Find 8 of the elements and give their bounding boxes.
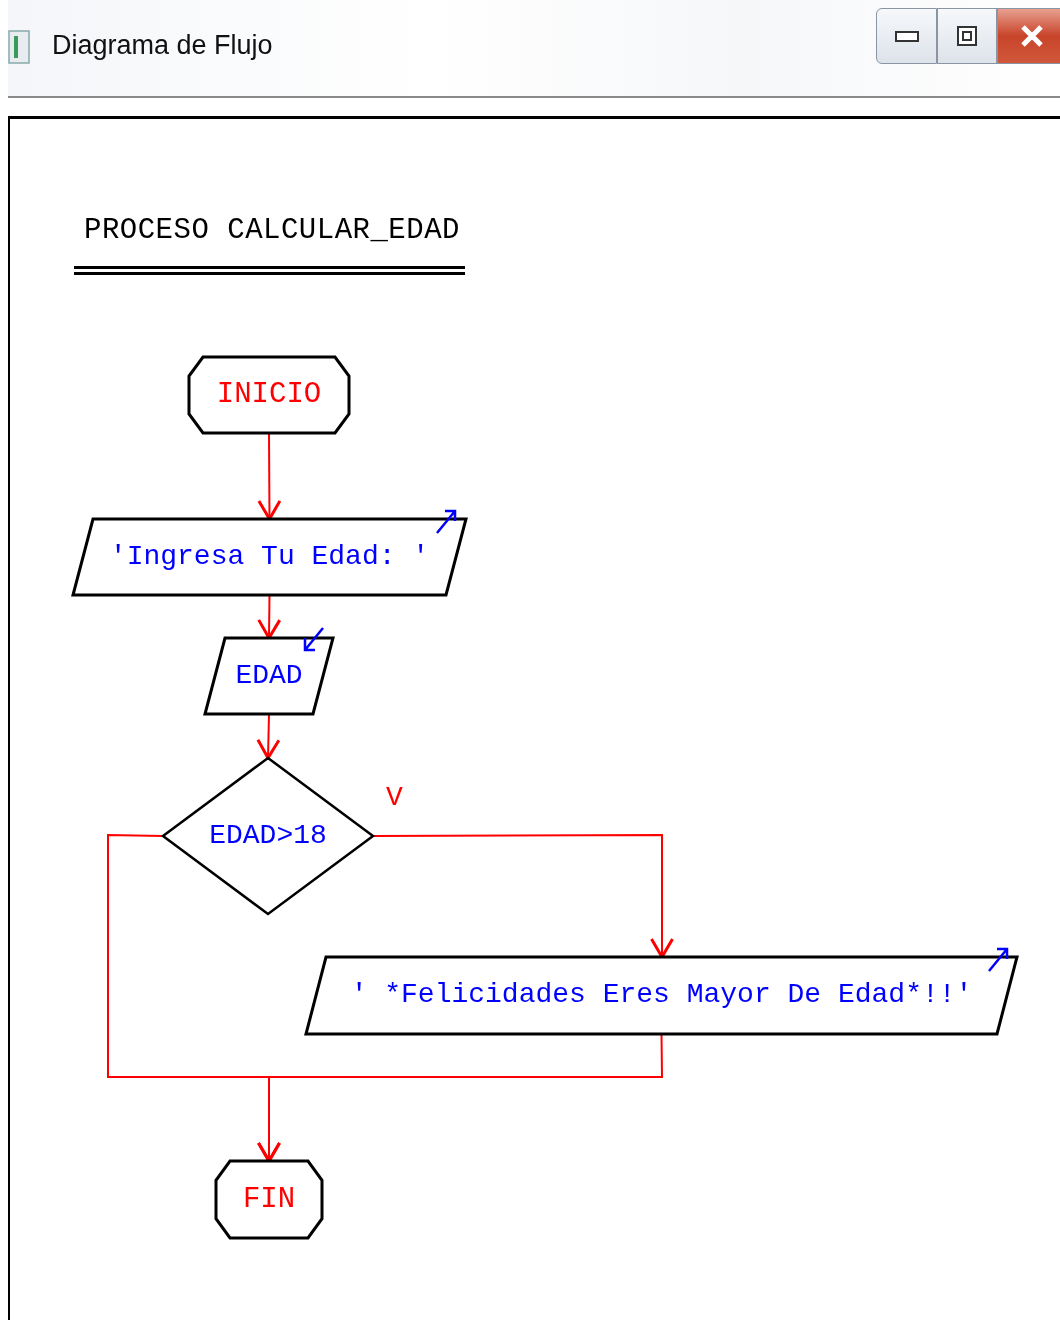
node-text: EDAD>18: [209, 820, 327, 852]
window-title: Diagrama de Flujo: [52, 30, 273, 61]
node-text: 'Ingresa Tu Edad: ': [109, 541, 430, 573]
node-text: FIN: [242, 1183, 296, 1216]
node-text: INICIO: [216, 379, 322, 411]
process-title: PROCESO CALCULAR_EDAD: [84, 214, 460, 247]
node-text: EDAD: [235, 660, 303, 692]
node-text: ' *Felicidades Eres Mayor De Edad*!!': [350, 980, 973, 1011]
